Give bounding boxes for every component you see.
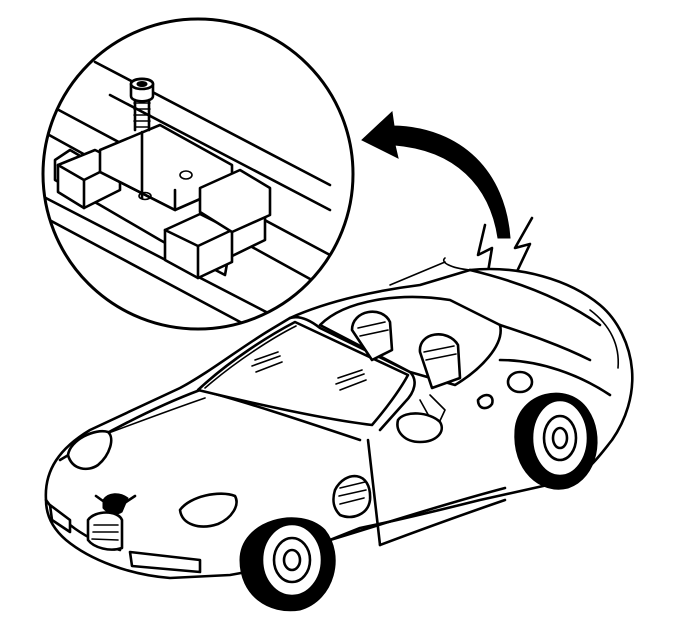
side-scoop (332, 474, 372, 519)
bracket-hole (179, 170, 193, 180)
headlight-left (66, 429, 113, 471)
headlight-right (178, 492, 238, 528)
front-wheel (239, 517, 336, 612)
fuel-door (506, 370, 534, 394)
seat-left (350, 310, 394, 362)
seat-right (418, 333, 462, 390)
antenna-screw-icon (129, 77, 155, 200)
car-illustration (44, 257, 634, 612)
detail-contents (43, 60, 332, 329)
windshield (196, 320, 410, 427)
front-grille (86, 511, 124, 551)
emblem-icon (94, 493, 137, 515)
curved-arrow-icon (361, 110, 511, 239)
antenna-wire (389, 261, 446, 286)
side-mirror (396, 412, 443, 444)
detail-circle (41, 17, 355, 331)
door-handle (476, 393, 494, 410)
rear-wheel (514, 392, 598, 490)
